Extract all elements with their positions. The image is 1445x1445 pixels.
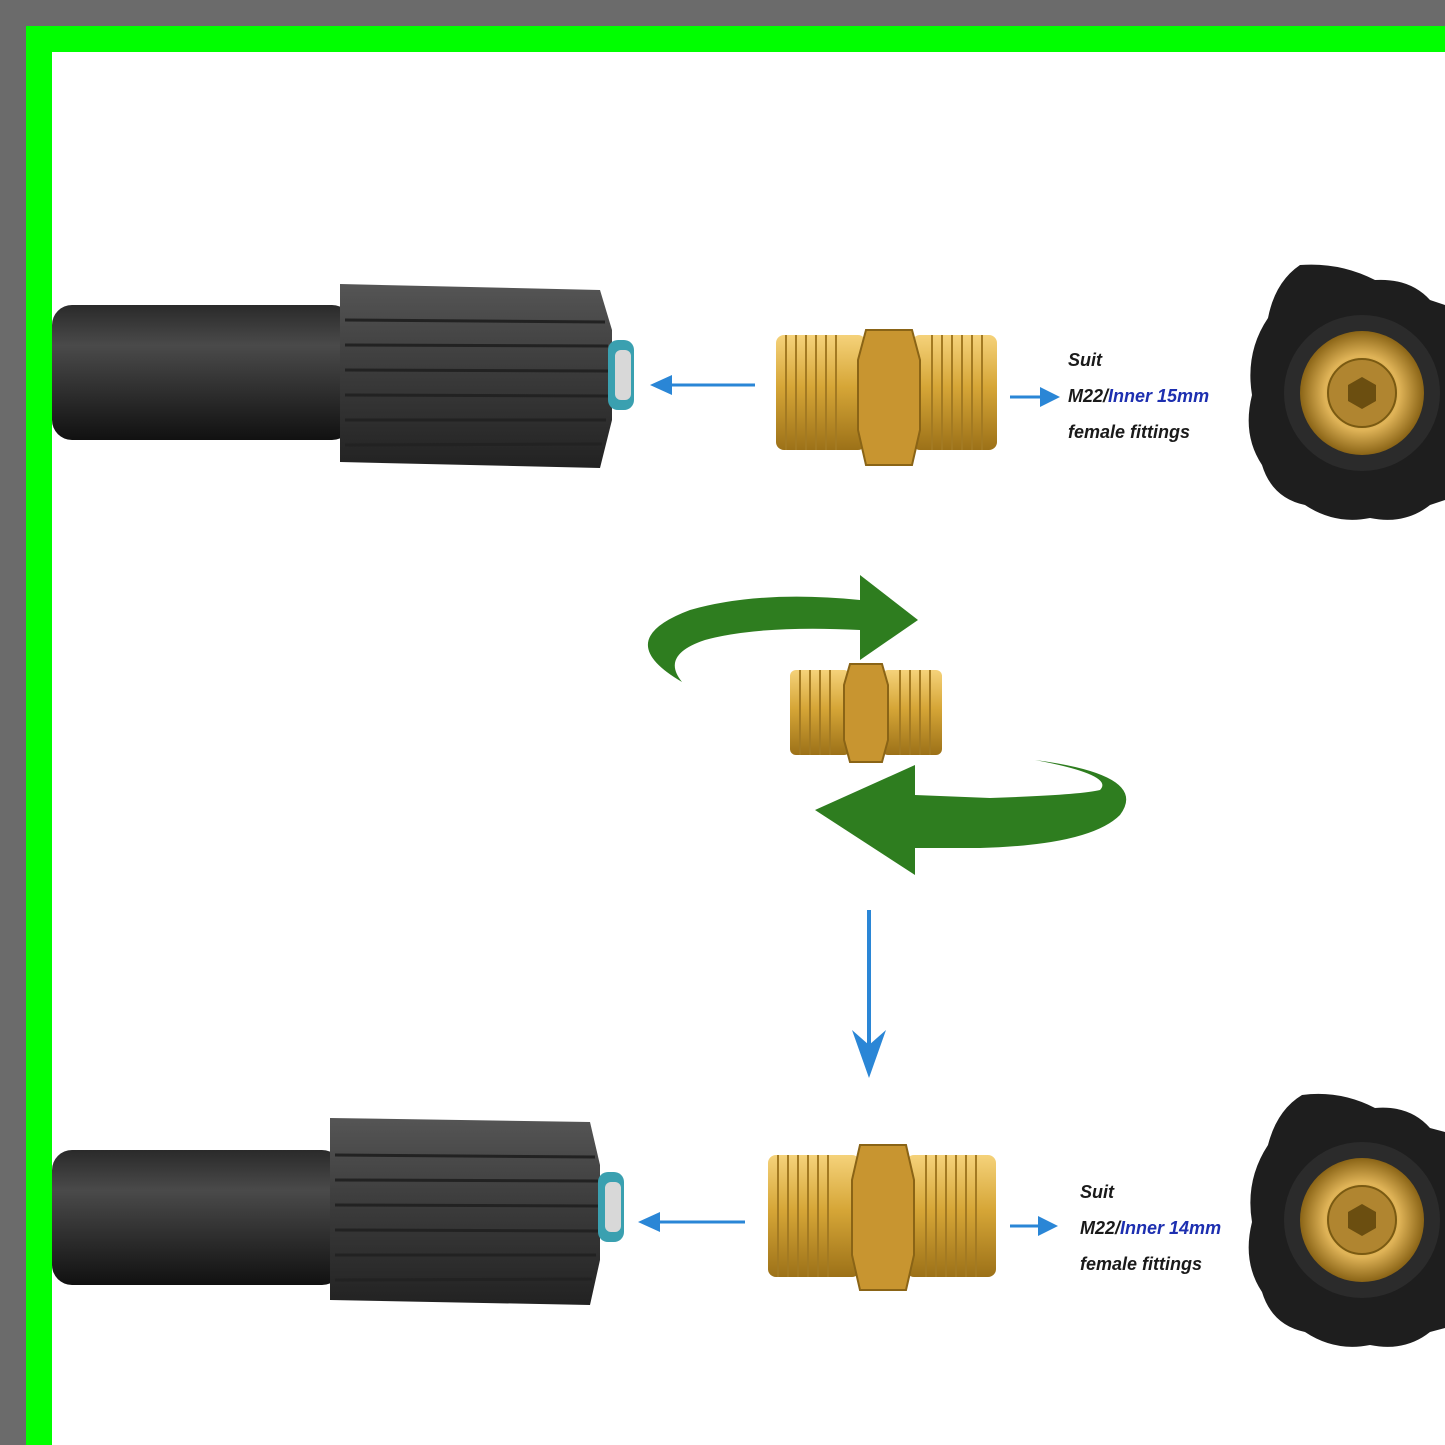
outer-border-left: [0, 0, 26, 1445]
rotate-arrow-icon: [815, 760, 1127, 875]
hose-end-icon: [52, 1118, 624, 1305]
blue-arrow-icon: [1010, 1216, 1058, 1236]
bottom-label-inner-size: Inner 14mm: [1120, 1218, 1222, 1238]
top-label-inner-size: Inner 15mm: [1108, 386, 1210, 406]
top-label-line3: female fittings: [1068, 422, 1191, 442]
top-label-m22: M22/: [1068, 386, 1109, 406]
blue-arrow-icon: [638, 1212, 745, 1232]
top-label-line1: Suit: [1068, 350, 1102, 370]
bottom-label-line2: M22/Inner 14mm: [1080, 1210, 1221, 1246]
rotate-arrow-icon: [647, 575, 918, 682]
female-fitting-icon: [1248, 264, 1445, 520]
brass-coupler-icon: [776, 329, 997, 466]
female-fitting-icon: [1248, 1093, 1445, 1347]
blue-arrow-icon: [650, 375, 755, 395]
bottom-label-line3: female fittings: [1080, 1254, 1203, 1274]
green-border-top: [26, 26, 1445, 52]
blue-arrow-icon: [1010, 387, 1060, 407]
blue-arrow-icon: [852, 910, 886, 1078]
brass-coupler-icon: [768, 1144, 996, 1291]
bottom-label-m22: M22/: [1080, 1218, 1121, 1238]
bottom-fitting-label: Suit M22/Inner 14mm female fittings: [1080, 1174, 1221, 1282]
brass-coupler-icon: [790, 663, 942, 763]
hose-end-icon: [52, 284, 634, 468]
top-label-line2: M22/Inner 15mm: [1068, 378, 1209, 414]
top-fitting-label: Suit M22/Inner 15mm female fittings: [1068, 342, 1209, 450]
outer-border-top: [0, 0, 1445, 26]
bottom-label-line1: Suit: [1080, 1182, 1114, 1202]
green-border-left: [26, 26, 52, 1445]
